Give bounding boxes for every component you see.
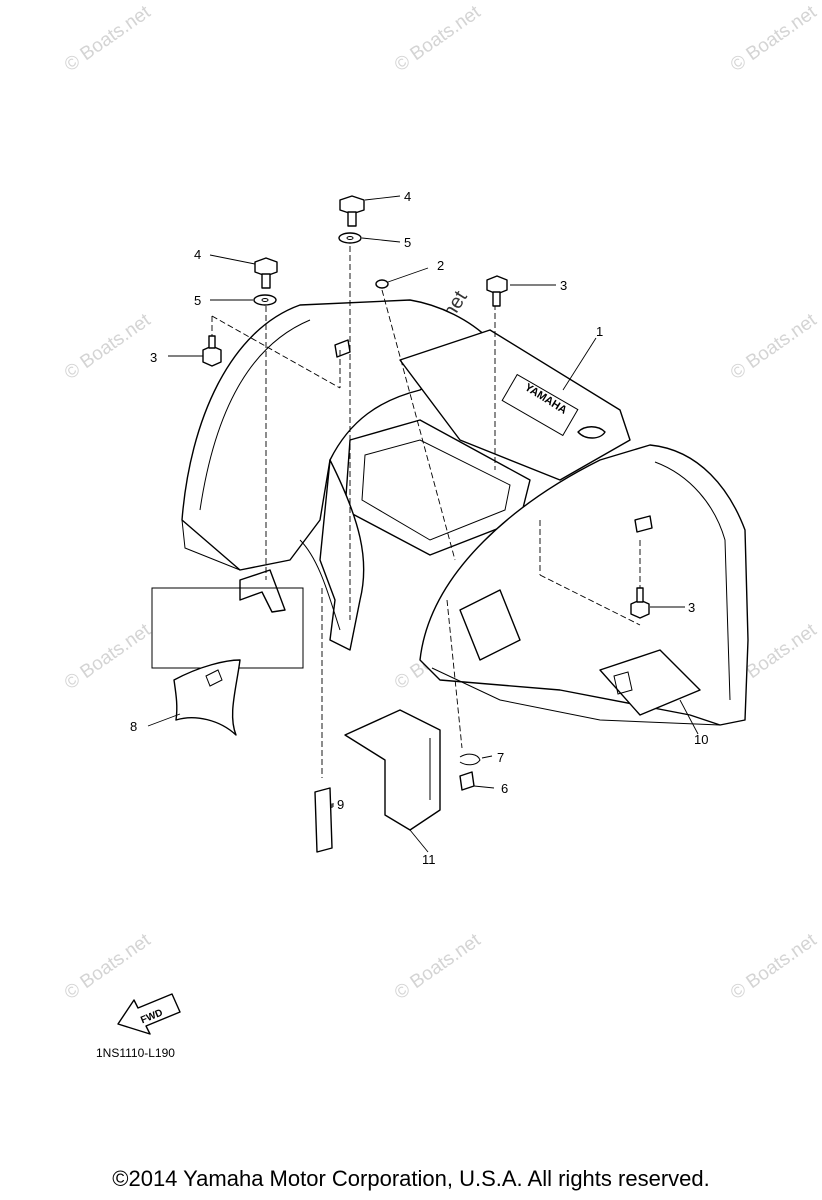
callout-5-top: 5 bbox=[404, 235, 411, 250]
watermark: © Boats.net bbox=[727, 929, 821, 1004]
callout-8: 8 bbox=[130, 719, 137, 734]
watermark: © Boats.net bbox=[61, 619, 155, 694]
callout-4-left: 4 bbox=[194, 247, 201, 262]
callout-1: 1 bbox=[596, 324, 603, 339]
watermark: © Boats.net bbox=[391, 929, 485, 1004]
loose-parts bbox=[151, 587, 701, 853]
reflector-9 bbox=[314, 787, 333, 853]
leader-lines bbox=[147, 195, 699, 853]
washer-5-left bbox=[253, 294, 277, 306]
watermark: © Boats.net bbox=[391, 1, 485, 76]
clip-7 bbox=[459, 753, 481, 766]
watermark: © Boats.net bbox=[727, 1, 821, 76]
mud-flap-8 bbox=[173, 659, 241, 736]
callout-10: 10 bbox=[694, 732, 708, 747]
bolt-3-left bbox=[202, 335, 222, 367]
callout-7: 7 bbox=[497, 750, 504, 765]
cap-2 bbox=[375, 279, 389, 289]
callout-numbers: 1 2 3 3 3 4 4 5 5 6 7 8 9 10 11 bbox=[130, 189, 708, 867]
bolt-3-right bbox=[630, 587, 650, 619]
watermark: © Boats.net bbox=[727, 309, 821, 384]
washer-5-top bbox=[338, 232, 362, 244]
cap-6 bbox=[459, 771, 475, 791]
diagram-code: 1NS1110-L190 bbox=[96, 1046, 175, 1060]
rear-fender: YAMAHA bbox=[181, 299, 749, 726]
callout-4-top: 4 bbox=[404, 189, 411, 204]
callout-9: 9 bbox=[337, 797, 344, 812]
ref-box-left bbox=[151, 587, 304, 669]
callout-3-left: 3 bbox=[150, 350, 157, 365]
callout-11: 11 bbox=[422, 852, 436, 867]
fwd-arrow-icon: FWD bbox=[117, 993, 181, 1035]
cover-10 bbox=[599, 649, 701, 716]
fasteners bbox=[202, 195, 650, 791]
callout-6: 6 bbox=[501, 781, 508, 796]
bolt-3-top bbox=[486, 275, 508, 307]
callout-3-top: 3 bbox=[560, 278, 567, 293]
watermark: © Boats.net bbox=[61, 309, 155, 384]
bolt-4-left bbox=[254, 257, 278, 289]
watermark: © Boats.net bbox=[61, 1, 155, 76]
callout-5-left: 5 bbox=[194, 293, 201, 308]
callout-2: 2 bbox=[437, 258, 444, 273]
watermark: © Boats.net bbox=[61, 929, 155, 1004]
bolt-4-top bbox=[339, 195, 365, 227]
copyright: ©2014 Yamaha Motor Corporation, U.S.A. A… bbox=[112, 1166, 710, 1191]
callout-3-right: 3 bbox=[688, 600, 695, 615]
guard-11 bbox=[344, 709, 441, 831]
